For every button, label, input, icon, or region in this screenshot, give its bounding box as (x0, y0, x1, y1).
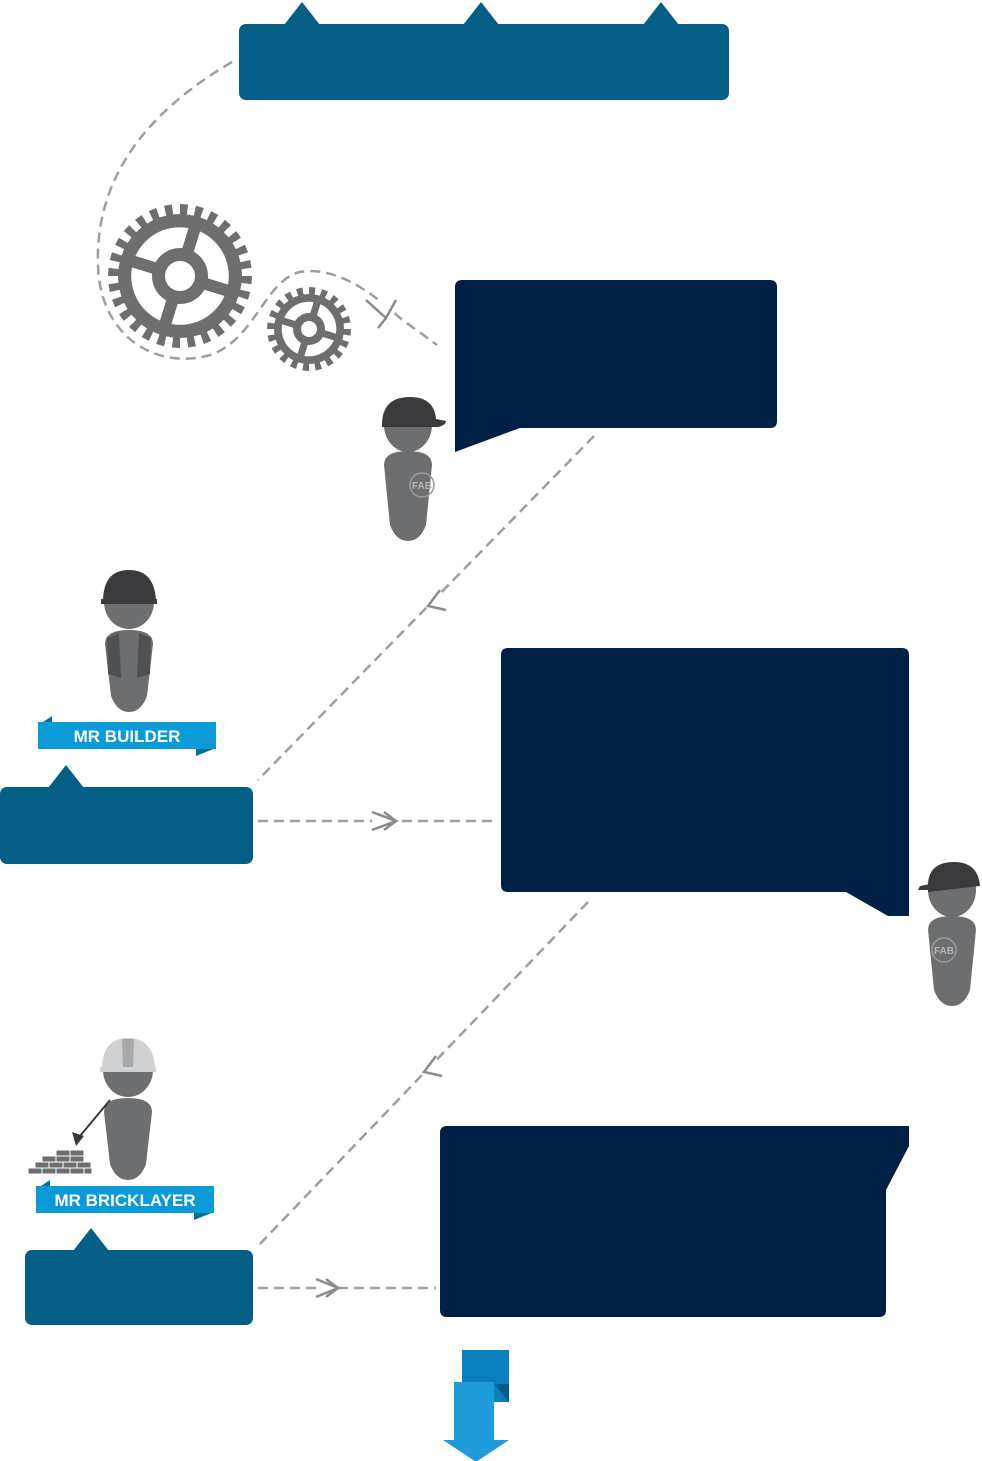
connector-arrowheads (315, 299, 447, 1299)
trowel-icon (72, 1099, 111, 1146)
bricklayer-ribbon: MR BRICKLAYER (36, 1180, 214, 1220)
down-arrow-icon (443, 1350, 509, 1461)
builder-icon (101, 570, 157, 712)
connector-top-loop (96, 60, 438, 360)
arrowhead-icon (315, 1277, 342, 1299)
connector-diagonal-1 (257, 435, 595, 781)
arrowhead-icon (371, 810, 400, 832)
worker-icon: FAB (382, 397, 446, 541)
builder-ribbon: MR BUILDER (38, 716, 216, 756)
teal-box-3 (25, 1228, 253, 1325)
arrowhead-icon (421, 1055, 443, 1078)
worker-badge: FAB (934, 946, 954, 957)
worker-icon: FAB (918, 862, 980, 1006)
builder-label: MR BUILDER (74, 727, 181, 746)
worker-badge: FAB (412, 481, 432, 492)
arrowhead-icon (425, 589, 447, 612)
navy-bubble-3 (440, 1126, 909, 1317)
navy-bubble-2 (501, 648, 909, 916)
gear-icon (267, 287, 351, 371)
navy-bubble-1 (455, 280, 777, 452)
gear-icon (108, 204, 252, 348)
teal-box-2 (0, 765, 253, 864)
bricklayer-label: MR BRICKLAYER (54, 1191, 195, 1210)
bricklayer-icon (100, 1038, 156, 1180)
top-teal-box (239, 2, 729, 100)
bricks-icon (27, 1149, 93, 1175)
arrowhead-icon (365, 299, 398, 329)
